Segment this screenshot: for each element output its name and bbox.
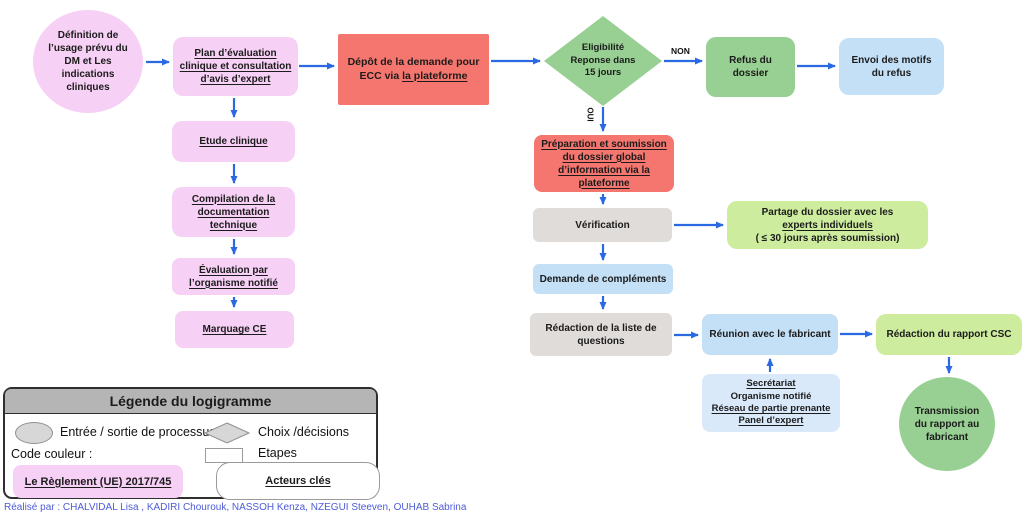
node-definition-usage-label: Définition de l’usage prévu du DM et Les… [48,30,128,93]
node-eligibility-decision: Eligibilité Reponse dans 15 jours [544,16,662,106]
legend-regulation-box: Le Règlement (UE) 2017/745 [13,465,183,498]
node-partage-dossier-label: Partage du dossier avec les experts indi… [755,206,900,244]
node-secretariat-acteurs: Secrétariat Organisme notifié Réseau de … [702,374,840,432]
node-depot-demande: Dépôt de la demande pour ECC via la plat… [338,34,489,105]
node-depot-demande-label: Dépôt de la demande pour ECC via la plat… [347,55,480,82]
node-demande-complements-label: Demande de compléments [539,273,667,285]
node-redaction-rapport-csc: Rédaction du rapport CSC [876,314,1022,355]
edge-label-non: NON [671,46,690,56]
node-plan-evaluation: Plan d’évaluation clinique et consultati… [173,37,298,96]
node-etude-clinique-label: Etude clinique [199,136,268,147]
node-preparation-soumission: Préparation et soumission du dossier glo… [534,135,674,192]
legend-rect-shape [205,448,243,463]
node-marquage-ce-label: Marquage CE [202,324,267,335]
node-plan-evaluation-label: Plan d’évaluation clinique et consultati… [179,48,292,85]
credit-line: Réalisé par : CHALVIDAL Lisa , KADIRI Ch… [4,502,467,513]
legend-regulation-label: Le Règlement (UE) 2017/745 [24,475,172,488]
legend-ellipse-shape [15,422,53,444]
node-redaction-liste-questions: Rédaction de la liste de questions [530,313,672,356]
node-marquage-ce: Marquage CE [175,311,294,348]
legend-entry-exit-label: Entrée / sortie de processus [60,425,216,439]
node-definition-usage: Définition de l’usage prévu du DM et Les… [33,10,143,113]
legend-steps-label: Etapes [258,446,297,460]
node-reunion-fabricant-label: Réunion avec le fabricant [709,329,831,340]
node-demande-complements: Demande de compléments [533,264,673,294]
node-envoi-motifs: Envoi des motifs du refus [839,38,944,95]
node-transmission-rapport: Transmission du rapport au fabricant [899,377,995,471]
node-redaction-liste-questions-label: Rédaction de la liste de questions [545,322,657,347]
legend-title: Légende du logigramme [4,388,377,414]
legend-choices-label: Choix /décisions [258,425,350,439]
node-evaluation-organisme-label: Évaluation par l’organisme notifié [189,264,278,289]
edge-label-oui: OUI [585,107,595,122]
node-preparation-soumission-label: Préparation et soumission du dossier glo… [541,138,667,189]
node-redaction-rapport-csc-label: Rédaction du rapport CSC [886,329,1012,340]
node-compilation-documentation: Compilation de la documentation techniqu… [172,187,295,237]
legend-key-actors-label: Acteurs clés [265,475,331,487]
legend-diamond-shape [203,422,251,444]
legend-color-code-label: Code couleur : [11,447,93,461]
node-verification-label: Vérification [575,219,630,231]
node-envoi-motifs-label: Envoi des motifs du refus [851,54,932,79]
node-partage-dossier: Partage du dossier avec les experts indi… [727,201,928,249]
node-reunion-fabricant: Réunion avec le fabricant [702,314,838,355]
node-transmission-rapport-label: Transmission du rapport au fabricant [914,405,980,443]
node-refus-dossier: Refus du dossier [706,37,795,97]
node-refus-dossier-label: Refus du dossier [729,55,772,79]
node-evaluation-organisme: Évaluation par l’organisme notifié [172,258,295,295]
node-compilation-documentation-label: Compilation de la documentation techniqu… [191,193,276,231]
node-eligibility-decision-label: Eligibilité Reponse dans 15 jours [570,42,636,79]
node-secretariat-acteurs-label: Secrétariat Organisme notifié Réseau de … [711,378,831,427]
node-etude-clinique: Etude clinique [172,121,295,162]
node-verification: Vérification [533,208,672,242]
legend-box: Légende du logigramme Entrée / sortie de… [3,387,380,500]
legend-key-actors-box: Acteurs clés [216,462,380,500]
